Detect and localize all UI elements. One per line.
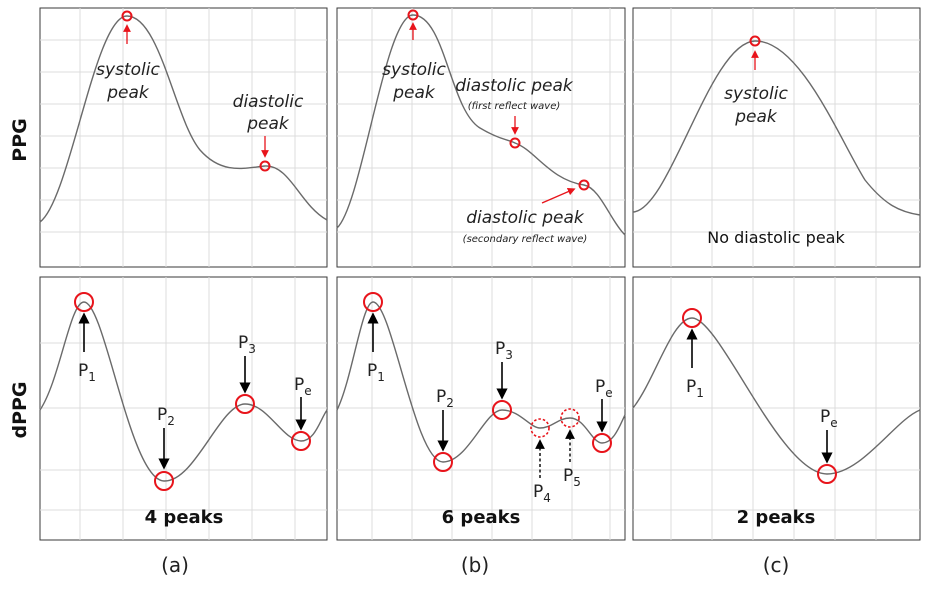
- label-c-p1: P1: [686, 377, 704, 400]
- panel-a-dppg: P1 P2 P3 Pe 4 peaks: [39, 276, 328, 541]
- peak-marker-c-p1: [682, 308, 702, 328]
- caption-a: (a): [161, 553, 189, 577]
- systolic-label-a-1: systolic: [96, 60, 160, 80]
- row-label-dppg: dPPG: [9, 381, 31, 438]
- panel-b-dppg: P1 P2 P3 P4 P5 Pe 6 peaks: [336, 276, 626, 541]
- diastolic-second-note-b: (secondary reflect wave): [463, 234, 588, 245]
- panel-a-ppg: systolic peak diastolic peak: [39, 7, 328, 268]
- label-a-pe: Pe: [294, 375, 312, 398]
- label-c-pe: Pe: [820, 407, 838, 430]
- panel-b-ppg: systolic peak diastolic peak (first refl…: [336, 7, 626, 268]
- ppg-curve-b: [336, 14, 626, 236]
- label-b-p2: P2: [436, 387, 454, 410]
- peak-marker-a-p3: [235, 394, 255, 414]
- systolic-peak-marker-a: [121, 10, 133, 22]
- diastolic-first-marker-b: [509, 137, 521, 149]
- systolic-peak-marker-b: [407, 9, 419, 21]
- dppg-curve-b: [336, 301, 626, 463]
- label-b-pe: Pe: [595, 377, 613, 400]
- label-b-p5: P5: [563, 466, 581, 489]
- label-a-p3: P3: [238, 333, 256, 356]
- label-a-p2: P2: [157, 405, 175, 428]
- peak-count-c: 2 peaks: [737, 507, 816, 528]
- diastolic-second-arrow-b: [541, 187, 576, 204]
- row-label-ppg: PPG: [9, 118, 31, 161]
- diastolic-first-note-b: (first reflect wave): [468, 101, 561, 112]
- diastolic-label-a-2: peak: [246, 114, 290, 134]
- peak-marker-b-p1: [363, 292, 383, 312]
- peak-marker-a-pe: [291, 431, 311, 451]
- label-b-p1: P1: [367, 361, 385, 384]
- label-b-p4: P4: [533, 482, 551, 505]
- systolic-label-b-1: systolic: [382, 60, 446, 80]
- systolic-label-c-2: peak: [734, 107, 778, 127]
- peak-marker-b-p3: [492, 400, 512, 420]
- peak-marker-b-pe: [592, 433, 612, 453]
- panel-c-ppg: systolic peak No diastolic peak: [632, 7, 921, 268]
- diastolic-second-label-b: diastolic peak: [466, 208, 585, 228]
- diastolic-peak-marker-a: [259, 160, 271, 172]
- caption-c: (c): [763, 553, 790, 577]
- peak-count-a: 4 peaks: [145, 507, 224, 528]
- no-diastolic-note: No diastolic peak: [707, 228, 845, 247]
- peak-count-b: 6 peaks: [442, 507, 521, 528]
- peak-marker-a-p2: [154, 471, 174, 491]
- peak-marker-b-p5: [560, 408, 580, 428]
- ppg-curve-c: [632, 40, 921, 216]
- panel-c-dppg: P1 Pe 2 peaks: [632, 276, 921, 541]
- peak-marker-c-pe: [817, 464, 837, 484]
- diastolic-second-marker-b: [578, 179, 590, 191]
- label-b-p3: P3: [495, 339, 513, 362]
- systolic-label-b-2: peak: [392, 83, 436, 103]
- systolic-label-c-1: systolic: [724, 84, 788, 104]
- peak-marker-b-p4: [530, 418, 550, 438]
- peak-marker-a-p1: [74, 292, 94, 312]
- caption-b: (b): [461, 553, 489, 577]
- systolic-label-a-2: peak: [106, 83, 150, 103]
- ppg-curve-a: [39, 15, 328, 223]
- systolic-peak-marker-c: [749, 35, 761, 47]
- diastolic-label-a-1: diastolic: [233, 92, 304, 112]
- label-a-p1: P1: [78, 361, 96, 384]
- diastolic-first-label-b: diastolic peak: [455, 76, 574, 96]
- peak-marker-b-p2: [433, 452, 453, 472]
- dppg-curve-c: [632, 317, 921, 475]
